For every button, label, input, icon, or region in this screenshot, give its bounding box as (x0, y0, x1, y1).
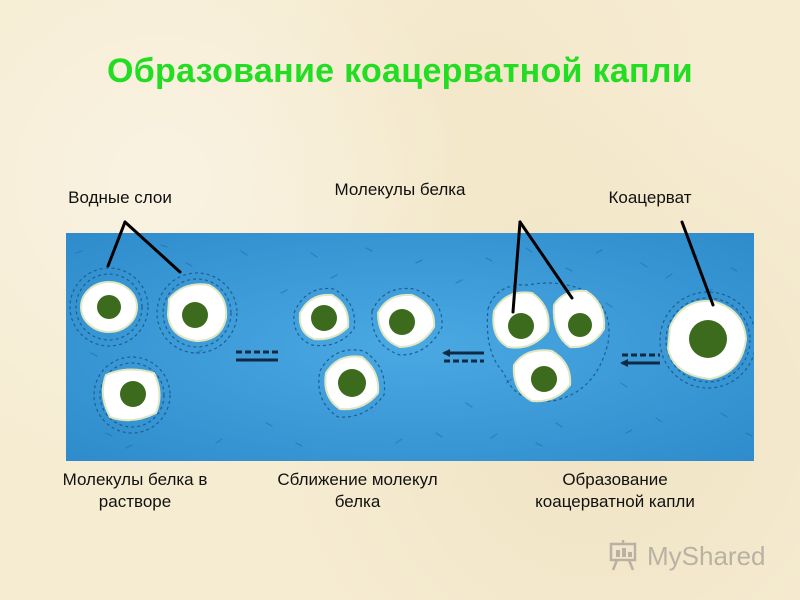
stage3-molecule-3 (512, 349, 572, 403)
caption-stage2: Сближение молекул белка (255, 469, 460, 513)
coacervate-formation-diagram (66, 233, 754, 461)
stage2-molecule-1 (293, 287, 356, 347)
label-coacervate: Коацерват (608, 188, 692, 207)
stage1-molecule-1 (69, 267, 149, 347)
caption-stage2-line2: белка (334, 492, 381, 511)
stage2-molecule-2 (371, 287, 443, 356)
stage3-molecule-1 (492, 291, 550, 349)
label-water-layers: Водные слои (68, 188, 172, 207)
equilibrium-arrow-1 (236, 350, 278, 362)
water-background (66, 233, 754, 461)
stage3-molecule-2 (552, 289, 606, 349)
watermark-text: MyShared (647, 541, 766, 571)
presentation-icon (609, 540, 637, 571)
caption-stage1: Молекулы белка в растворе (40, 469, 230, 513)
caption-stage1-line1: Молекулы белка в (62, 470, 208, 489)
watermark-logo: MyShared (607, 538, 767, 574)
stage2-molecule-3 (318, 349, 386, 418)
stage1-molecule-2 (156, 272, 238, 354)
caption-stage3-line1: Образование (562, 470, 668, 489)
equilibrium-arrow-3 (620, 353, 660, 367)
caption-stage2-line1: Сближение молекул (277, 470, 438, 489)
equilibrium-arrow-2 (442, 349, 484, 363)
caption-stage3-line2: коацерватной капли (535, 492, 695, 511)
stage1-molecule-3 (93, 356, 171, 434)
caption-stage3: Образование коацерватной капли (505, 469, 725, 513)
caption-stage1-line2: растворе (98, 492, 172, 511)
label-protein-molecules: Молекулы белка (334, 180, 466, 199)
page-title: Образование коацерватной капли (107, 52, 693, 90)
coacervate-droplet (659, 291, 754, 389)
